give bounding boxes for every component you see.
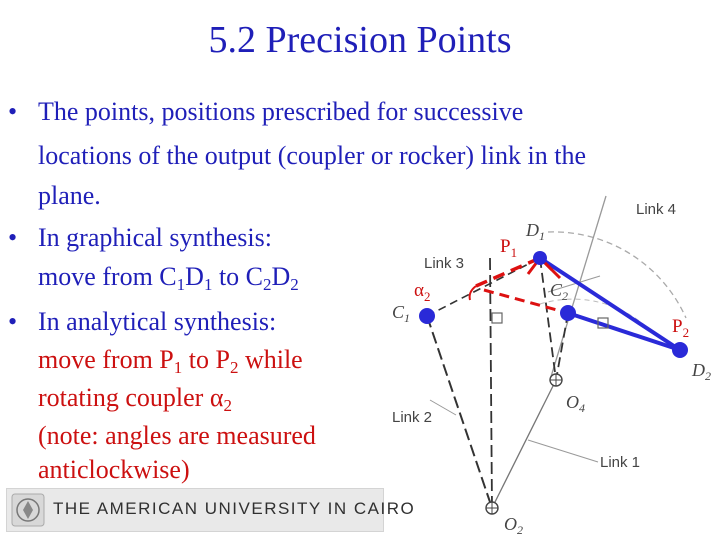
bullet-3-line-4: (note: angles are measured — [38, 421, 316, 450]
link-4-position-1 — [539, 257, 557, 381]
linkage-diagram: Link 4 Link 3 Link 2 Link 1 C1 C2 D1 D2 … — [392, 195, 711, 537]
bullet-1-line-1: • The points, positions prescribed for s… — [8, 96, 523, 128]
label-link-4: Link 4 — [636, 201, 676, 218]
slide-title: 5.2 Precision Points — [208, 19, 512, 61]
label-o4: O4 — [566, 392, 585, 415]
bullet-text: In analytical synthesis: — [38, 307, 277, 336]
label-alpha2: α2 — [414, 280, 430, 304]
c1-square-marker — [491, 312, 503, 324]
label-c1: C1 — [392, 302, 410, 325]
link-4-leader — [547, 275, 601, 293]
link-1-ground — [491, 379, 557, 509]
bullet-text: The points, positions prescribed for suc… — [38, 97, 524, 126]
link-4-position-2 — [555, 312, 569, 381]
bullet-text: In graphical synthesis: — [38, 223, 272, 252]
link-2-position-2 — [489, 257, 493, 509]
bullet-1-line-3: plane. — [38, 181, 101, 210]
link-1-leader — [527, 439, 599, 463]
label-c2: C2 — [550, 280, 568, 303]
alpha-ref-line-2 — [483, 288, 569, 315]
d-square-marker — [597, 317, 609, 329]
bullet-3-line-3: rotating coupler α2 — [38, 383, 232, 415]
bullet-2-line-1: • In graphical synthesis: — [8, 222, 272, 254]
joint-c2 — [560, 305, 576, 321]
logo-text: THE AMERICAN UNIVERSITY IN CAIRO — [53, 499, 416, 518]
university-logo: THE AMERICAN UNIVERSITY IN CAIRO — [6, 488, 414, 532]
university-emblem-icon — [11, 493, 45, 527]
label-p1: P1 — [500, 236, 517, 260]
bullet-1-line-2: locations of the output (coupler or rock… — [38, 141, 587, 170]
label-d2: D2 — [691, 360, 711, 383]
label-d1: D1 — [525, 220, 545, 243]
bullet-3-line-1: • In analytical synthesis: — [8, 306, 276, 338]
alpha-arc — [468, 285, 477, 301]
arc-c — [539, 298, 651, 331]
link-4-line — [549, 195, 607, 381]
arc-d — [547, 231, 687, 319]
link-2-leader — [429, 399, 457, 416]
joint-c1 — [419, 308, 435, 324]
label-link-3: Link 3 — [424, 255, 464, 272]
link-2-position-1 — [426, 315, 493, 509]
joint-d2 — [672, 342, 688, 358]
label-o2: O2 — [504, 514, 523, 537]
label-link-1: Link 1 — [600, 454, 640, 471]
bullet-marker: • — [8, 223, 18, 252]
bullet-2-line-2: move from C1D1 to C2D2 — [38, 262, 299, 294]
label-link-2: Link 2 — [392, 409, 432, 426]
coupler-p1-p2 — [538, 256, 682, 352]
bullet-marker: • — [8, 97, 18, 126]
coupler-c2-d2 — [567, 311, 681, 352]
label-p2: P2 — [672, 316, 689, 340]
bullet-marker: • — [8, 307, 18, 336]
alpha-ref-line — [475, 256, 541, 288]
bullet-3-line-2: move from P1 to P2 while — [38, 345, 303, 377]
bullet-3-line-5: anticlockwise) — [38, 455, 190, 484]
joint-d1 — [533, 251, 547, 265]
